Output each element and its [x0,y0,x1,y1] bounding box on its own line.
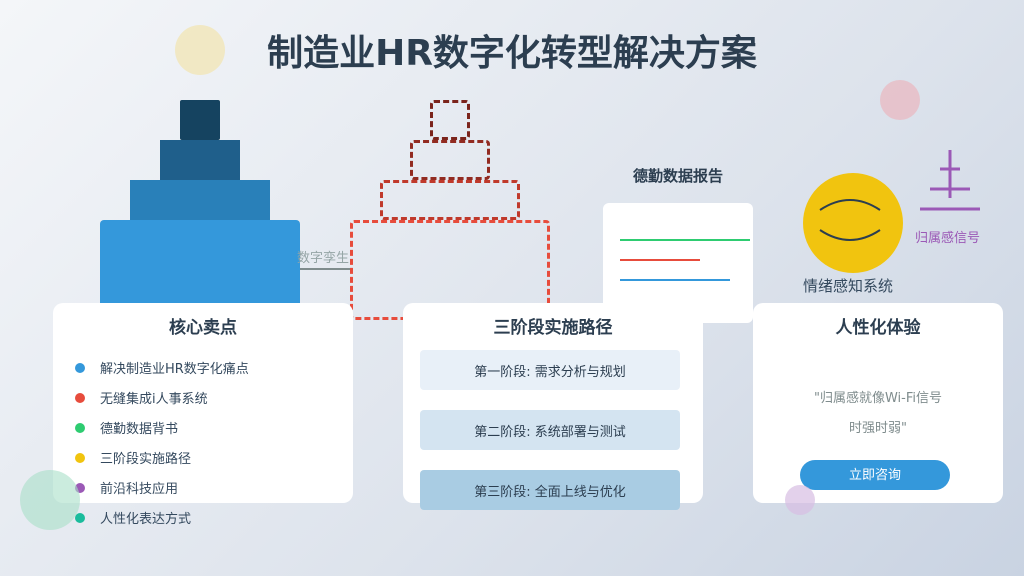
path-title: 三阶段实施路径 [493,318,613,338]
stage-2[interactable]: 第二阶段: 系统部署与测试 [420,410,680,450]
bullet-dot-icon [75,452,85,463]
stage-1[interactable]: 第一阶段: 需求分析与规划 [420,350,680,390]
decor-circle [880,80,920,120]
human-title: 人性化体验 [835,318,921,338]
human-card: 人性化体验 "归属感就像Wi-Fi信号 时强时弱" 立即咨询 [753,303,1003,503]
bullet-dot-icon [75,422,85,433]
report-title: 德勤数据报告 [632,167,723,185]
consult-button[interactable]: 立即咨询 [800,460,950,490]
decor-circle [785,485,815,515]
path-card: 三阶段实施路径 第一阶段: 需求分析与规划 第二阶段: 系统部署与测试 第三阶段… [403,303,703,510]
core-item: 前沿科技应用 [75,478,178,497]
core-card: 核心卖点 [53,303,353,503]
bullet-dot-icon [75,362,85,373]
core-item-label: 无缝集成i人事系统 [100,392,208,407]
core-item: 无缝集成i人事系统 [75,388,208,407]
core-item: 三阶段实施路径 [75,448,191,467]
core-item-label: 德勤数据背书 [100,422,179,437]
bullet-dot-icon [75,392,85,403]
page-title: 制造业HR数字化转型解决方案 [267,33,757,74]
core-item-label: 解决制造业HR数字化痛点 [100,362,249,377]
core-title: 核心卖点 [169,318,237,338]
decor-circle [20,470,80,530]
signal-icon [920,150,980,211]
core-item: 解决制造业HR数字化痛点 [75,358,249,377]
core-item-label: 前沿科技应用 [100,482,179,497]
quote-line-1: "归属感就像Wi-Fi信号 [814,391,942,406]
emotion-face-icon [803,173,903,273]
core-item-label: 三阶段实施路径 [100,452,192,467]
emotion-label: 情绪感知系统 [803,277,894,295]
twin-connector [300,268,350,270]
twin-label: 数字孪生 [297,251,350,266]
stage-3[interactable]: 第三阶段: 全面上线与优化 [420,470,680,510]
signal-label: 归属感信号 [915,231,981,246]
core-item: 人性化表达方式 [75,508,191,527]
core-item-label: 人性化表达方式 [100,512,192,527]
bullet-dot-icon [75,482,85,493]
core-item: 德勤数据背书 [75,418,178,437]
quote-line-2: 时强时弱" [849,421,907,436]
bullet-dot-icon [75,512,85,523]
decor-circle [175,25,225,75]
